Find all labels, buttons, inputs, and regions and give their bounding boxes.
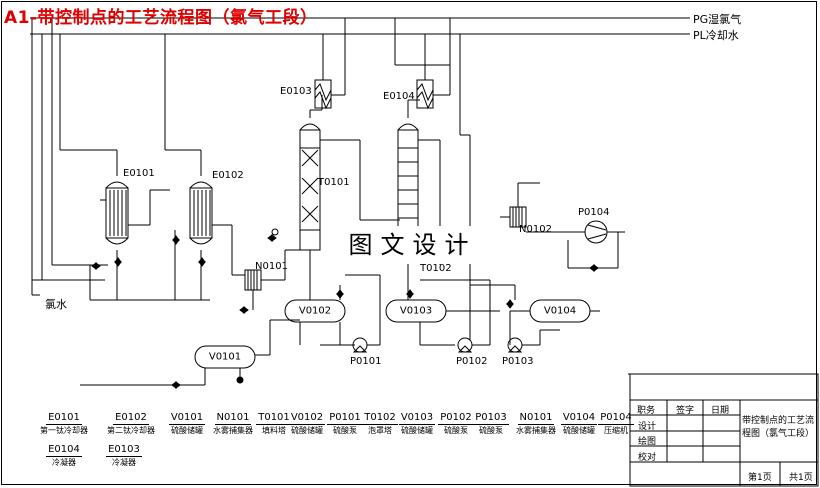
tag-t0102: T0102 [420, 263, 452, 274]
tag-e0103: E0103 [280, 86, 312, 97]
tag-p0102: P0102 [456, 356, 488, 367]
tag-v0104: V0104 [543, 305, 577, 317]
pg-line-label: PG湿氯气 [693, 13, 742, 26]
cooler-e0102 [189, 181, 213, 245]
instrument-pi [271, 228, 279, 236]
tag-t0101: T0101 [318, 177, 350, 188]
tag-p0101: P0101 [350, 356, 382, 367]
inlet-label: 氯水 [45, 298, 67, 311]
tag-v0103: V0103 [399, 305, 433, 317]
tag-p0104: P0104 [578, 207, 610, 218]
tank-v0102 [284, 299, 346, 323]
tb-sheet: 第1页 [748, 473, 772, 483]
cooler-e0101 [100, 181, 136, 245]
tag-e0101: E0101 [123, 168, 155, 179]
tag-n0101: N0101 [255, 261, 288, 272]
tb-sign-label: 签字 [676, 406, 695, 416]
pl-line-label: PL冷却水 [693, 29, 739, 42]
tag-v0101: V0101 [208, 351, 242, 363]
tb-row-design: 设计 [638, 422, 657, 432]
tank-v0101 [194, 345, 256, 369]
tag-e0104: E0104 [383, 91, 415, 102]
tb-role-label: 职务 [637, 406, 656, 416]
tag-p0103: P0103 [502, 356, 534, 367]
valves [91, 234, 599, 389]
tag-n0102: N0102 [519, 224, 552, 235]
tb-total: 共1页 [789, 473, 813, 483]
tag-v0102: V0102 [298, 305, 332, 317]
tb-row-check: 校对 [638, 453, 657, 463]
tb-date-label: 日期 [711, 406, 730, 416]
drawing-title: A1-带控制点的工艺流程图（氯气工段） [4, 8, 318, 28]
tb-drawing-title: 带控制点的工艺流程图（氯气工段） [741, 416, 814, 439]
tag-e0102: E0102 [212, 170, 244, 181]
watermark: 图文设计 [330, 226, 495, 264]
tb-row-drawing: 绘图 [638, 437, 657, 447]
